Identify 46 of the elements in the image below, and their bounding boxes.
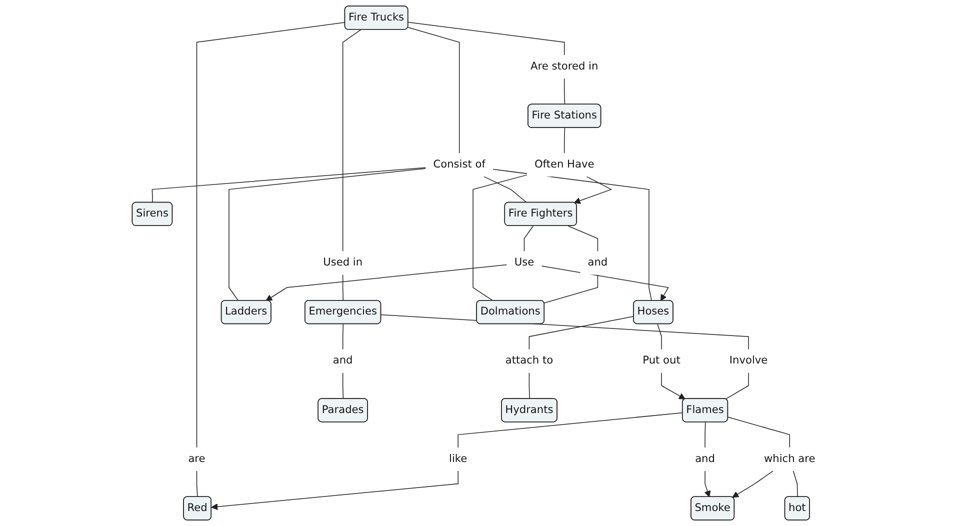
arrow [732, 470, 774, 498]
connector [792, 470, 798, 498]
connector [528, 372, 530, 400]
connector [564, 78, 566, 105]
connector [472, 174, 528, 302]
arrow [704, 470, 711, 498]
connector [728, 416, 790, 448]
node-text: and [695, 452, 715, 465]
connector [408, 22, 565, 56]
node-text: Put out [642, 354, 680, 367]
arrow [574, 176, 612, 204]
connector [564, 128, 566, 154]
connector [342, 274, 344, 302]
node-text: Consist of [433, 158, 486, 171]
connector [484, 176, 528, 203]
node-text: like [449, 452, 468, 465]
node-text: Use [514, 256, 534, 269]
connector [342, 372, 344, 400]
connector [196, 22, 346, 448]
connector [657, 324, 662, 350]
node-text: Used in [323, 256, 363, 269]
connector [342, 324, 344, 350]
connector [528, 316, 634, 350]
connector [725, 372, 749, 400]
connector [492, 168, 652, 302]
arrow [266, 264, 508, 302]
node-text: Are stored in [530, 60, 598, 72]
node-text: attach to [505, 354, 554, 367]
node-text: which are [764, 452, 816, 465]
connector [704, 422, 706, 448]
connector [524, 226, 534, 252]
connector [228, 168, 426, 302]
node-text: Involve [729, 354, 768, 367]
arrow [661, 372, 686, 400]
connector [408, 26, 460, 154]
connector [342, 29, 362, 252]
node-text: are [188, 452, 206, 465]
connector [458, 412, 684, 448]
connector [568, 226, 598, 252]
arrow [541, 266, 669, 302]
connector [544, 274, 598, 304]
connector [152, 167, 426, 203]
connector [380, 314, 749, 350]
node-text: and [332, 354, 353, 367]
connector [196, 470, 198, 498]
arrow [211, 470, 458, 510]
